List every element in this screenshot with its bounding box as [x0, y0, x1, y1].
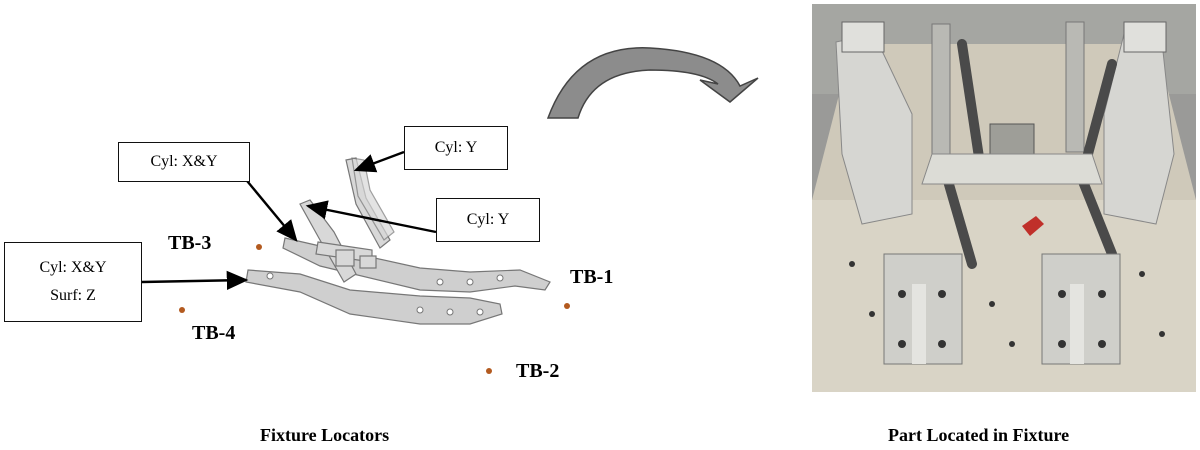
- tb2-dot: [486, 368, 492, 374]
- callout-cyl-xy-surf-line2: Surf: Z: [5, 283, 141, 309]
- callout-cyl-y-mid-label: Cyl: Y: [467, 211, 510, 228]
- caption-fixture-locators: Fixture Locators: [260, 425, 389, 446]
- callout-cyl-xy-top-label: Cyl: X&Y: [150, 153, 217, 170]
- callout-cyl-xy-top: Cyl: X&Y: [118, 142, 250, 182]
- callout-cyl-xy-surf: Cyl: X&Y Surf: Z: [4, 242, 142, 322]
- tb4-label: TB-4: [192, 322, 235, 345]
- part-rails: [246, 238, 550, 324]
- fixture-locators-diagram: Cyl: Y Cyl: X&Y Cyl: Y Cyl: X&Y Surf: Z …: [0, 0, 780, 450]
- callout-cyl-xy-surf-line1: Cyl: X&Y: [5, 253, 141, 283]
- tb1-dot: [564, 303, 570, 309]
- fixture-photo-drawing: [812, 4, 1196, 392]
- tb4-dot: [179, 307, 185, 313]
- fixture-photo: Part Located in Fixture: [812, 4, 1196, 392]
- curved-arrow-icon: [548, 48, 758, 118]
- tb3-label: TB-3: [168, 232, 211, 255]
- callout-cyl-y-top: Cyl: Y: [404, 126, 508, 170]
- tb2-label: TB-2: [516, 360, 559, 383]
- caption-part-located: Part Located in Fixture: [888, 425, 1069, 446]
- tb3-dot: [256, 244, 262, 250]
- callout-cyl-y-top-label: Cyl: Y: [435, 139, 478, 156]
- part-drawing: [0, 0, 780, 450]
- callout-cyl-y-mid: Cyl: Y: [436, 198, 540, 242]
- leader-cyl-xy-surf: [142, 280, 246, 282]
- tb1-label: TB-1: [570, 266, 613, 289]
